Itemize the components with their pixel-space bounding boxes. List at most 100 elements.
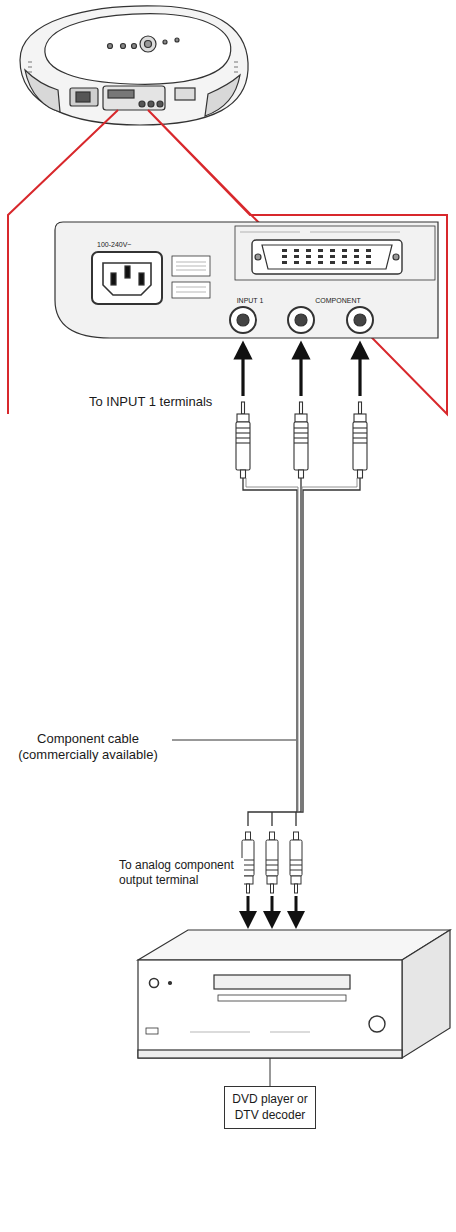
rca-plug xyxy=(290,832,302,893)
projector-illustration xyxy=(20,6,248,125)
projector-illustration xyxy=(108,90,134,98)
terminal-panel xyxy=(282,249,287,252)
rca-plug xyxy=(295,414,307,422)
rca-plug xyxy=(237,414,249,422)
rca-plug xyxy=(266,860,278,861)
component-cable xyxy=(243,478,360,826)
projector-illustration xyxy=(76,92,90,102)
projector-illustration xyxy=(103,86,165,110)
insert-arrow xyxy=(358,350,361,396)
projector-illustration xyxy=(148,101,154,107)
insert-arrow xyxy=(299,350,302,396)
rca-plug xyxy=(236,432,250,433)
terminal-panel xyxy=(55,222,438,338)
terminal-panel xyxy=(393,254,399,260)
rca-plug xyxy=(242,402,245,414)
insert-arrow xyxy=(247,896,250,920)
terminal-label: INPUT 1 xyxy=(232,297,268,304)
rca-plug xyxy=(271,884,274,893)
rca-plug xyxy=(266,865,278,866)
rca-plug xyxy=(290,840,302,876)
rca-plug xyxy=(266,840,278,876)
rca-plug xyxy=(299,470,304,478)
device-box: DVD player or DTV decoder xyxy=(224,1086,316,1129)
rca-plug xyxy=(236,437,250,438)
rca-plug xyxy=(290,865,302,866)
cable-label: Component cable (commercially available) xyxy=(4,731,172,764)
dvd-player-illustration xyxy=(150,979,159,988)
rca-jack xyxy=(230,307,256,333)
rca-plug xyxy=(236,402,367,478)
terminal-panel xyxy=(318,249,323,252)
terminal-panel xyxy=(294,255,299,258)
terminal-panel xyxy=(282,249,371,264)
projector-illustration xyxy=(139,101,145,107)
dvd-player-illustration xyxy=(138,960,402,1058)
rca-jack xyxy=(347,307,373,333)
rca-jack xyxy=(230,307,373,333)
terminal-panel xyxy=(306,261,311,264)
rca-plug xyxy=(236,422,250,470)
terminal-panel xyxy=(354,261,359,264)
leader-line xyxy=(270,1058,271,1086)
terminal-panel xyxy=(55,222,438,338)
terminal-panel xyxy=(342,261,347,264)
dvd-player-illustration xyxy=(214,975,350,989)
terminal-panel xyxy=(176,262,206,292)
rca-plug xyxy=(295,884,298,893)
projector-illustration xyxy=(140,36,156,52)
rca-jack xyxy=(288,307,314,333)
terminal-panel xyxy=(330,249,335,252)
projector-illustration xyxy=(28,62,238,72)
rca-jack xyxy=(354,314,366,326)
rca-plug xyxy=(354,414,366,422)
callout-label: To analog component output terminal xyxy=(118,858,244,888)
dvd-player-illustration xyxy=(190,1032,310,1033)
projector-illustration xyxy=(145,41,152,48)
terminal-panel xyxy=(354,249,359,252)
rca-plug xyxy=(236,427,250,428)
terminal-panel xyxy=(252,240,402,274)
rca-plug xyxy=(294,427,308,428)
leader-line xyxy=(172,740,296,741)
rca-plug xyxy=(353,437,367,438)
rca-plug xyxy=(241,470,246,478)
rca-plug xyxy=(270,832,275,840)
rca-plug xyxy=(300,402,303,414)
terminal-panel xyxy=(342,255,347,258)
terminal-panel xyxy=(125,266,130,278)
projector-illustration xyxy=(121,44,126,49)
projector-illustration xyxy=(108,44,113,49)
insert-arrow xyxy=(241,350,244,396)
rca-plug xyxy=(246,832,251,840)
dvd-player-illustration xyxy=(369,1016,385,1032)
rca-plug xyxy=(290,870,302,871)
terminal-panel xyxy=(366,255,371,258)
rca-plug xyxy=(353,422,367,470)
terminal-label: 100-240V~ xyxy=(96,241,168,248)
rca-plug xyxy=(294,432,308,433)
projector-illustration xyxy=(205,75,240,116)
terminal-panel xyxy=(92,252,162,304)
dvd-player-illustration xyxy=(402,930,450,1058)
rca-jack xyxy=(237,314,249,326)
terminal-panel xyxy=(330,255,335,258)
terminal-panel xyxy=(366,261,371,264)
terminal-panel xyxy=(172,282,210,298)
rca-plug xyxy=(294,422,308,470)
rca-plug xyxy=(290,860,302,861)
insert-arrow xyxy=(248,896,296,920)
rca-plug xyxy=(294,437,308,438)
terminal-panel xyxy=(282,255,287,258)
rca-plug xyxy=(294,832,299,840)
dvd-player-illustration xyxy=(138,930,450,960)
dvd-player-illustration xyxy=(169,982,172,985)
terminal-panel xyxy=(240,232,400,233)
rca-plug xyxy=(247,884,250,893)
terminal-panel xyxy=(255,254,261,260)
terminal-panel xyxy=(330,261,335,264)
callout-label: To INPUT 1 terminals xyxy=(88,394,240,410)
